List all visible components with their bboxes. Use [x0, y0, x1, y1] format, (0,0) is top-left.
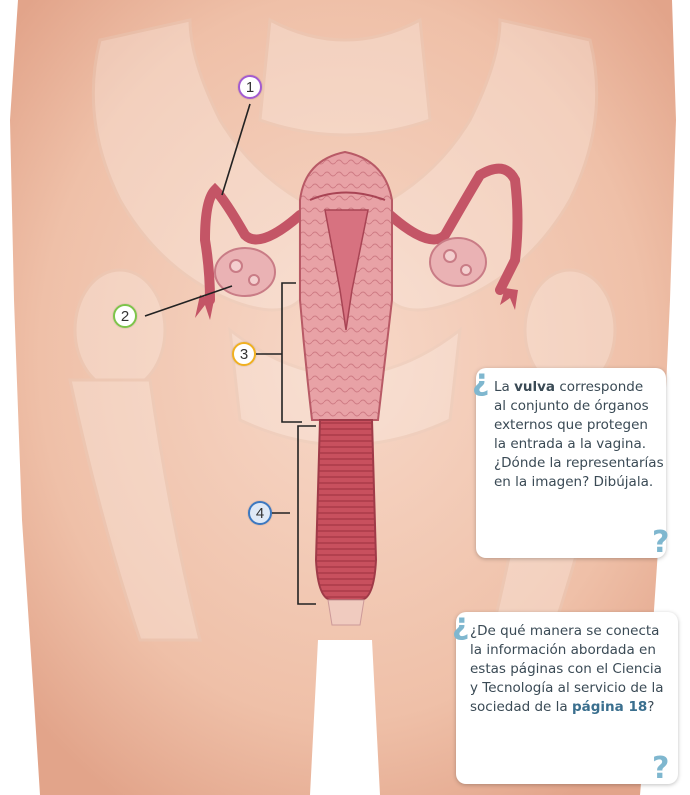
note1-line-6: en la imagen? Dibújala. [494, 473, 664, 492]
marker-3-number: 3 [240, 346, 248, 363]
note2-line-3: estas páginas con el Ciencia [470, 660, 664, 679]
note2-line-5: sociedad de la página 18? [470, 698, 664, 717]
vulva-question-card: ¿ La vulva corresponde al conjunto de ór… [476, 368, 666, 558]
vulva-question-text: La vulva corresponde al conjunto de órga… [494, 378, 664, 492]
connection-question-text: ¿De qué manera se conecta la información… [470, 622, 664, 717]
marker-4: 4 [248, 501, 272, 525]
note1-line-4: la entrada a la vagina. [494, 435, 664, 454]
marker-2: 2 [113, 304, 137, 328]
question-close-icon: ? [652, 528, 669, 558]
marker-1-number: 1 [246, 79, 254, 96]
note1-line-5: ¿Dónde la representarías [494, 454, 664, 473]
note2-line-1: ¿De qué manera se conecta [470, 622, 664, 641]
note1-line-1: La vulva corresponde [494, 378, 664, 397]
marker-1: 1 [238, 75, 262, 99]
vagina [316, 420, 376, 600]
question-open-icon: ¿ [452, 610, 469, 640]
question-open-icon: ¿ [472, 366, 489, 396]
connection-question-card: ¿ ¿De qué manera se conecta la informaci… [456, 612, 678, 784]
note2-line-4: y Tecnología al servicio de la [470, 679, 664, 698]
marker-4-number: 4 [256, 505, 264, 522]
note1-line-2: al conjunto de órganos [494, 397, 664, 416]
marker-3: 3 [232, 342, 256, 366]
note2-line-2: la información abordada en [470, 641, 664, 660]
marker-2-number: 2 [121, 308, 129, 325]
question-close-icon: ? [652, 754, 669, 784]
note1-line-3: externos que protegen [494, 416, 664, 435]
